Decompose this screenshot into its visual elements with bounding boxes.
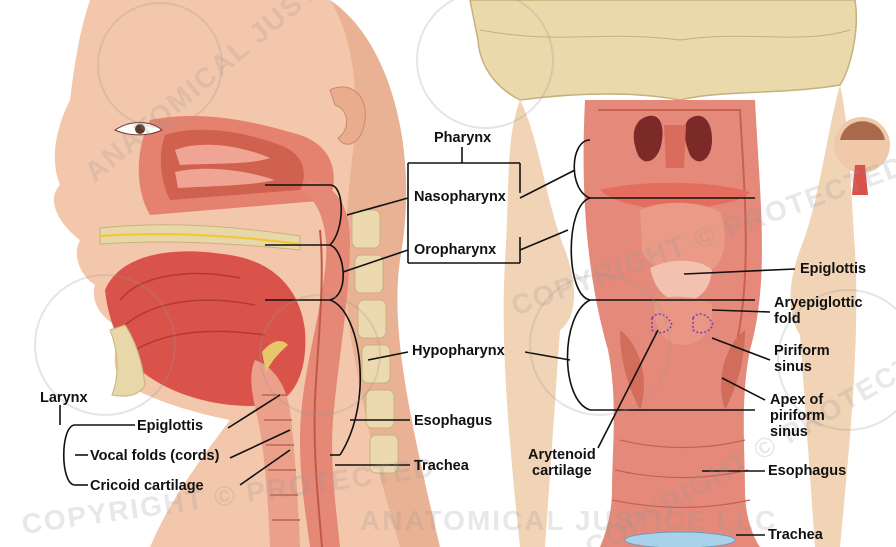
label-larynx: Larynx [40, 390, 88, 406]
label-line: sinus [774, 359, 830, 375]
label-line: piriform [770, 408, 825, 424]
label-esophagus-right: Esophagus [768, 463, 846, 479]
label-oropharynx: Oropharynx [414, 242, 496, 258]
label-line: cartilage [528, 463, 596, 479]
label-esophagus-left: Esophagus [414, 413, 492, 429]
label-line: fold [774, 311, 863, 327]
label-hypopharynx: Hypopharynx [412, 343, 505, 359]
label-apex-piriform-sinus: Apex of piriform sinus [770, 392, 825, 440]
label-trachea-left: Trachea [414, 458, 469, 474]
label-cricoid-cartilage: Cricoid cartilage [90, 478, 204, 494]
label-arytenoid-cartilage: Arytenoid cartilage [528, 447, 596, 479]
label-line: Arytenoid [528, 447, 596, 463]
label-epiglottis-left: Epiglottis [137, 418, 203, 434]
label-epiglottis-right: Epiglottis [800, 261, 866, 277]
label-pharynx: Pharynx [434, 130, 491, 146]
label-line: sinus [770, 424, 825, 440]
watermark-text: ANATOMICAL JUSTICE LLC [360, 505, 777, 537]
label-line: Aryepiglottic [774, 295, 863, 311]
label-aryepiglottic-fold: Aryepiglottic fold [774, 295, 863, 327]
label-piriform-sinus: Piriform sinus [774, 343, 830, 375]
label-nasopharynx: Nasopharynx [414, 189, 506, 205]
label-line: Piriform [774, 343, 830, 359]
label-trachea-right: Trachea [768, 527, 823, 543]
label-line: Apex of [770, 392, 825, 408]
label-vocal-folds: Vocal folds (cords) [90, 448, 219, 464]
